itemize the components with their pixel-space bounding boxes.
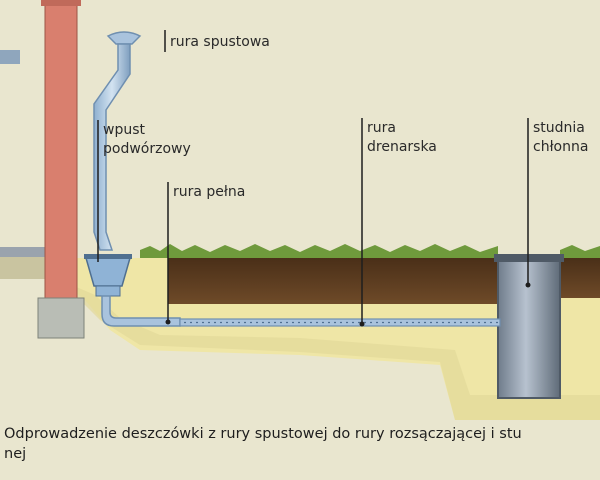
soil-right bbox=[560, 258, 600, 298]
caption-line-1: Odprowadzenie deszczówki z rury spustowe… bbox=[4, 426, 522, 442]
grass-strip bbox=[140, 244, 498, 258]
solid-pipe bbox=[101, 295, 181, 327]
foundation bbox=[37, 297, 85, 339]
gravel-bed bbox=[60, 280, 600, 420]
label-soakaway-1: studnia bbox=[533, 120, 585, 136]
house-floor-edge bbox=[0, 257, 48, 279]
label-soakaway-2: chłonna bbox=[533, 139, 588, 155]
yard-inlet-grate bbox=[84, 254, 132, 259]
soil-block bbox=[168, 258, 498, 304]
soakaway-well-rim bbox=[494, 254, 564, 262]
yard-inlet-base bbox=[95, 285, 121, 297]
figure-caption: Odprowadzenie deszczówki z rury spustowe… bbox=[4, 424, 600, 464]
label-drain-pipe-1: rura bbox=[367, 120, 396, 136]
drainage-diagram: rura spustowa wpust podwórzowy rura pełn… bbox=[0, 0, 600, 420]
house-floor bbox=[0, 247, 48, 257]
caption-line-2: nej bbox=[4, 446, 27, 462]
leader-soakaway-dot bbox=[525, 282, 531, 288]
leader-solid-pipe-dot bbox=[165, 319, 171, 325]
label-yard-inlet-1: wpust bbox=[103, 122, 146, 138]
yard-inlet bbox=[85, 257, 131, 287]
window-frame bbox=[0, 50, 20, 64]
grass-strip-right bbox=[560, 245, 600, 258]
label-yard-inlet-2: podwórzowy bbox=[103, 141, 191, 157]
label-downpipe: rura spustowa bbox=[170, 34, 270, 50]
gutter bbox=[106, 31, 142, 45]
soakaway-well bbox=[497, 257, 561, 399]
leader-drain-pipe-dot bbox=[359, 321, 365, 327]
wall-cap bbox=[41, 0, 81, 6]
downpipe bbox=[93, 43, 131, 251]
brick-wall bbox=[44, 0, 78, 301]
label-solid-pipe: rura pełna bbox=[173, 184, 245, 200]
label-drain-pipe-2: drenarska bbox=[367, 139, 437, 155]
